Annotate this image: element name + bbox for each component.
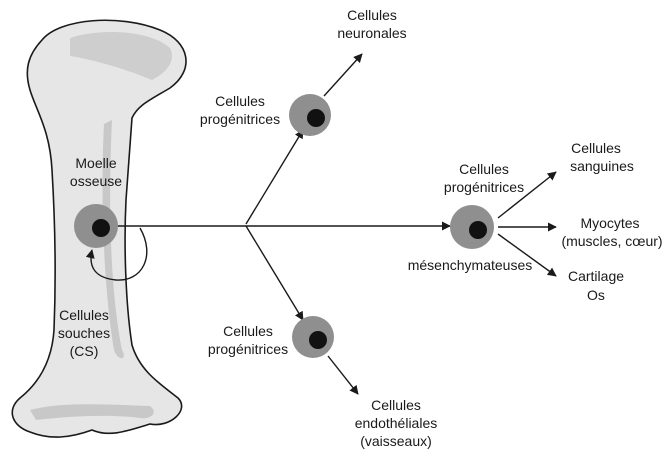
neural-progenitor-label-2: progénitrices [200,111,280,127]
stem-cells-label-2: souches [58,325,110,341]
endothelial-arrow [328,356,358,394]
endothelial-target-label-2: endothéliales [355,415,438,431]
endothelial-target-label-3: (vaisseaux) [360,433,432,449]
neural-progenitor-cell [289,94,331,136]
cartilage-target-label-1: Cartilage [568,268,624,284]
cartilage-target-label-2: Os [587,287,605,303]
mesenchymal-progenitor-label-2: progénitrices [444,179,524,195]
marrow-label-2: osseuse [70,173,122,189]
endothelial-progenitor-cell [292,316,334,358]
mesenchymal-progenitor-sublabel: mésenchymateuses [408,257,533,273]
stem-cells-label-1: Cellules [59,307,109,323]
marrow-label-1: Moelle [75,155,116,171]
blood-target-label-2: sanguines [570,158,634,174]
neural-target-label-2: neuronales [337,25,406,41]
muscle-target-label-1: Myocytes [580,215,639,231]
branch-to-endothelial-progenitor-arrow [246,226,303,320]
endothelial-progenitor-label-2: progénitrices [208,341,288,357]
stem-cells-label-3: (CS) [70,343,99,359]
neural-progenitor-label-1: Cellules [215,93,265,109]
blood-target-label-1: Cellules [571,140,621,156]
mesenchymal-progenitor-cell [450,205,494,249]
endothelial-target-label-1: Cellules [371,397,421,413]
neural-target-label-1: Cellules [347,7,397,23]
endothelial-progenitor-label-1: Cellules [223,323,273,339]
branch-to-neural-progenitor-arrow [246,130,303,224]
muscle-target-label-2: (muscles, cœur) [561,233,662,249]
neural-arrow [324,54,362,96]
mesenchymal-progenitor-label-1: Cellules [459,161,509,177]
stem-cell [74,204,118,248]
